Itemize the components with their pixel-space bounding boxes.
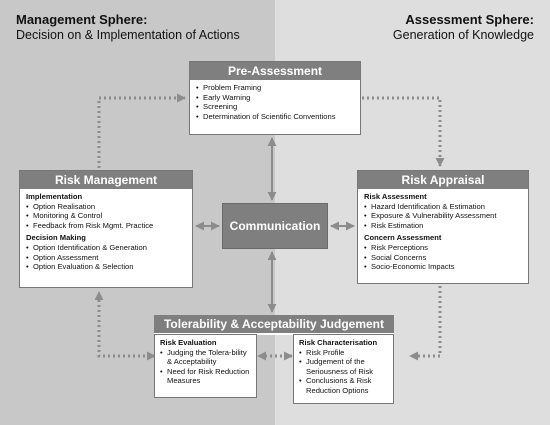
concern-assessment-item: Socio-Economic Impacts xyxy=(364,262,523,272)
implementation-item: Option Realisation xyxy=(26,202,187,212)
assessment-sphere-title: Assessment Sphere: xyxy=(405,12,534,27)
dotted-arrow-management-to-pre xyxy=(97,93,186,168)
risk-evaluation-item: Need for Risk Reduction Measures xyxy=(160,367,251,386)
risk-evaluation-item: Judging the Tolera-bility & Acceptabilit… xyxy=(160,348,251,367)
management-sphere-title: Management Sphere: xyxy=(16,12,148,27)
implementation-heading: Implementation xyxy=(26,192,83,201)
risk-characterisation-item: Risk Profile xyxy=(299,348,388,358)
implementation-item: Monitoring & Control xyxy=(26,211,187,221)
risk-characterisation-item: Conclusions & Risk Reduction Options xyxy=(299,376,388,395)
risk-appraisal-box: Risk Appraisal Risk Assessment Hazard Id… xyxy=(357,170,529,284)
risk-assessment-item: Hazard Identification & Estimation xyxy=(364,202,523,212)
concern-assessment-item: Social Concerns xyxy=(364,253,523,263)
decision-making-item: Option Evaluation & Selection xyxy=(26,262,187,272)
risk-evaluation-heading: Risk Evaluation xyxy=(160,338,217,347)
communication-box: Communication xyxy=(222,203,328,249)
dotted-arrow-appraisal-to-characterisation xyxy=(409,286,442,361)
risk-evaluation-box: Risk Evaluation Judging the Tolera-bilit… xyxy=(154,334,257,398)
pre-assessment-item: Screening xyxy=(196,102,355,112)
risk-assessment-heading: Risk Assessment xyxy=(364,192,427,201)
pre-assessment-box: Pre-Assessment Problem Framing Early War… xyxy=(189,61,361,135)
risk-management-title: Risk Management xyxy=(20,171,192,189)
risk-management-box: Risk Management Implementation Option Re… xyxy=(19,170,193,288)
pre-assessment-item: Problem Framing xyxy=(196,83,355,93)
risk-characterisation-item: Judgement of the Seriousness of Risk xyxy=(299,357,388,376)
tolerability-title: Tolerability & Acceptability Judgement xyxy=(154,315,394,333)
risk-assessment-item: Exposure & Vulnerability Assessment xyxy=(364,211,523,221)
concern-assessment-item: Risk Perceptions xyxy=(364,243,523,253)
pre-assessment-title: Pre-Assessment xyxy=(190,62,360,80)
risk-appraisal-title: Risk Appraisal xyxy=(358,171,528,189)
management-sphere-subtitle: Decision on & Implementation of Actions xyxy=(16,28,240,42)
decision-making-item: Option Identification & Generation xyxy=(26,243,187,253)
pre-assessment-item: Determination of Scientific Conventions xyxy=(196,112,355,122)
decision-making-item: Option Assessment xyxy=(26,253,187,263)
dotted-arrow-pre-to-appraisal xyxy=(362,96,445,167)
risk-assessment-item: Risk Estimation xyxy=(364,221,523,231)
pre-assessment-item: Early Warning xyxy=(196,93,355,103)
risk-characterisation-heading: Risk Characterisation xyxy=(299,338,378,347)
assessment-sphere-subtitle: Generation of Knowledge xyxy=(392,28,534,42)
implementation-item: Feedback from Risk Mgmt. Practice xyxy=(26,221,187,231)
tolerability-header: Tolerability & Acceptability Judgement xyxy=(154,315,394,335)
dotted-arrow-evaluation-to-management xyxy=(94,291,156,361)
concern-assessment-heading: Concern Assessment xyxy=(364,233,442,243)
decision-making-heading: Decision Making xyxy=(26,233,86,243)
risk-characterisation-box: Risk Characterisation Risk Profile Judge… xyxy=(293,334,394,404)
